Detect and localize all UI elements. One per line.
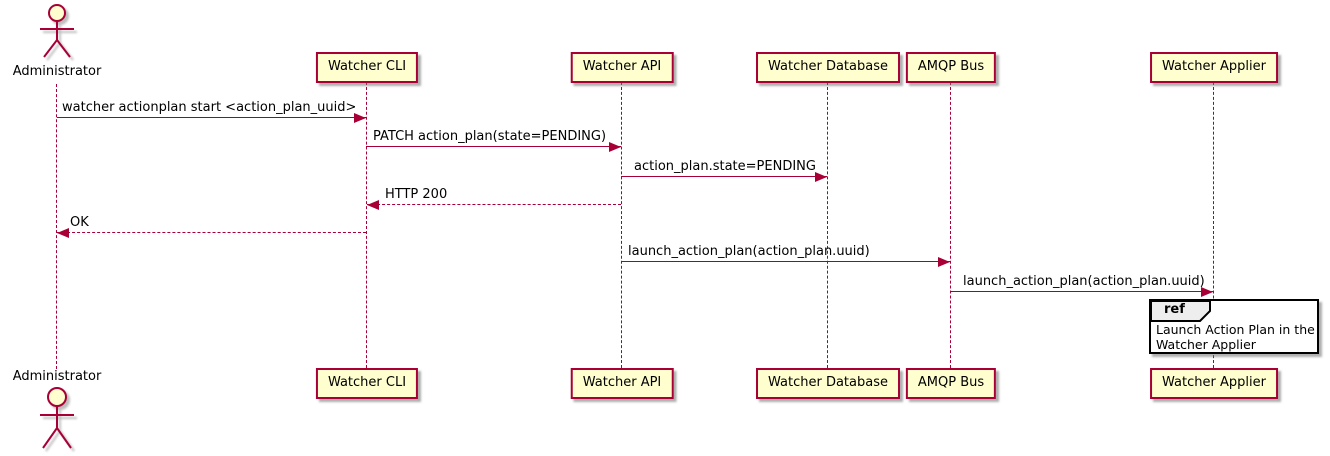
message-1-arrowhead-icon xyxy=(354,113,366,123)
ref-text-line-1: Launch Action Plan in the xyxy=(1156,322,1315,337)
lifeline-watcher-database xyxy=(827,82,828,368)
lifeline-watcher-applier xyxy=(1213,82,1214,368)
message-3-label: action_plan.state=PENDING xyxy=(634,159,816,174)
participant-watcher-applier-bottom: Watcher Applier xyxy=(1150,368,1278,399)
actor-administrator-top xyxy=(38,3,76,64)
message-5-label: OK xyxy=(70,215,89,230)
participant-watcher-database-top: Watcher Database xyxy=(756,52,900,83)
participant-amqp-bus-top: AMQP Bus xyxy=(905,52,997,83)
message-1-line xyxy=(57,117,366,118)
message-7-label: launch_action_plan(action_plan.uuid) xyxy=(963,274,1205,289)
actor-administrator-bottom xyxy=(38,386,76,456)
message-4-label: HTTP 200 xyxy=(385,187,448,202)
ref-tab-icon xyxy=(1150,300,1211,322)
participant-watcher-api-top: Watcher API xyxy=(570,52,674,83)
participant-watcher-database-bottom: Watcher Database xyxy=(756,368,900,399)
actor-label-bottom: Administrator xyxy=(12,369,102,384)
actor-icon xyxy=(40,387,74,449)
message-4-arrowhead-icon xyxy=(367,200,379,210)
message-2-arrowhead-icon xyxy=(609,142,621,152)
message-7-arrowhead-icon xyxy=(1201,287,1213,297)
lifeline-administrator xyxy=(56,84,57,369)
participant-watcher-api-bottom: Watcher API xyxy=(570,368,674,399)
ref-text-line-2: Watcher Applier xyxy=(1156,337,1256,352)
actor-icon xyxy=(40,4,74,58)
message-2-label: PATCH action_plan(state=PENDING) xyxy=(373,129,607,144)
message-4-line xyxy=(367,204,621,205)
lifeline-watcher-api xyxy=(621,82,622,368)
message-2-line xyxy=(366,146,621,147)
lifeline-watcher-cli xyxy=(366,82,367,368)
message-3-arrowhead-icon xyxy=(815,172,827,182)
message-5-arrowhead-icon xyxy=(57,228,69,238)
message-5-line xyxy=(57,232,366,233)
lifeline-amqp-bus xyxy=(950,82,951,368)
actor-label-top: Administrator xyxy=(12,64,102,79)
message-1-label: watcher actionplan start <action_plan_uu… xyxy=(62,100,357,115)
message-6-line xyxy=(621,261,950,262)
participant-watcher-cli-bottom: Watcher CLI xyxy=(315,368,419,399)
participant-amqp-bus-bottom: AMQP Bus xyxy=(905,368,997,399)
message-7-line xyxy=(950,291,1213,292)
ref-fragment: ref Launch Action Plan in the Watcher Ap… xyxy=(1149,299,1319,354)
ref-keyword: ref xyxy=(1164,302,1185,317)
participant-watcher-cli-top: Watcher CLI xyxy=(315,52,419,83)
message-3-line xyxy=(621,176,827,177)
message-6-arrowhead-icon xyxy=(938,257,950,267)
message-6-label: launch_action_plan(action_plan.uuid) xyxy=(628,244,870,259)
participant-watcher-applier-top: Watcher Applier xyxy=(1150,52,1278,83)
